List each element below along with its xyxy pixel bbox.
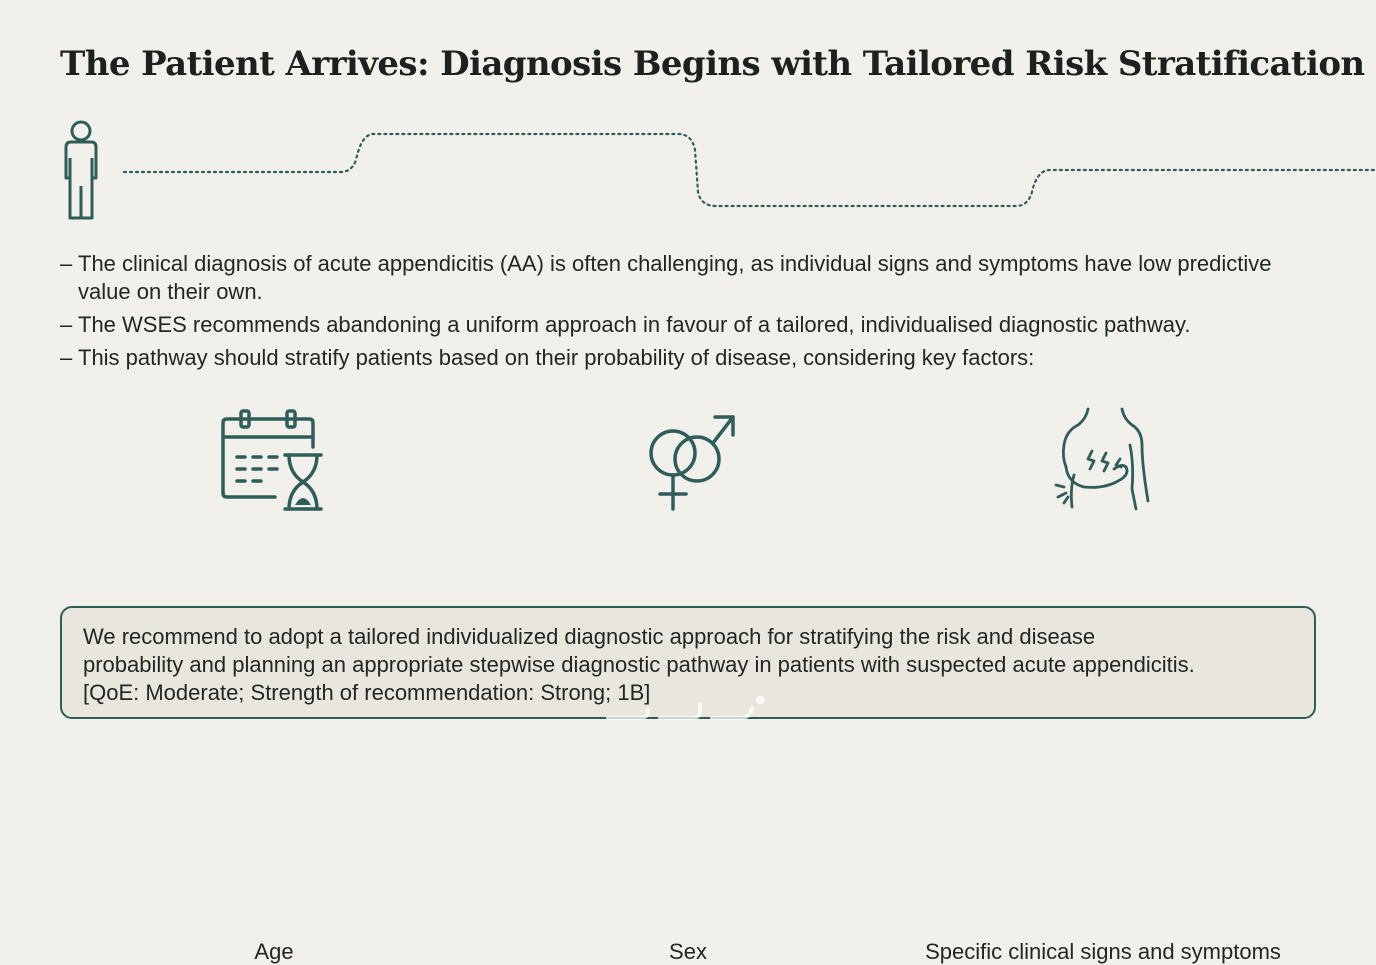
bullet-point: The clinical diagnosis of acute appendic… <box>60 250 1320 306</box>
factor-label: Age <box>254 939 294 964</box>
factor-label: Specific clinical signs and symptoms <box>925 939 1281 964</box>
factor-label: Sex <box>669 939 707 964</box>
bullet-point: The WSES recommends abandoning a uniform… <box>60 311 1320 339</box>
factor-symptoms: Specific clinical signs and symptoms <box>903 405 1303 964</box>
person-icon <box>64 120 98 220</box>
key-points-list: The clinical diagnosis of acute appendic… <box>60 250 1320 377</box>
recommendation-grade: [QoE: Moderate; Strength of recommendati… <box>83 680 651 705</box>
recommendation-line: probability and planning an appropriate … <box>83 652 1195 677</box>
recommendation-box: We recommend to adopt a tailored individ… <box>60 606 1316 719</box>
dotted-pathway <box>122 132 1376 208</box>
bullet-point: This pathway should stratify patients ba… <box>60 344 1320 372</box>
factor-sex: Sex <box>488 405 888 964</box>
gender-symbols-icon <box>649 415 735 511</box>
calendar-hourglass-icon <box>221 409 323 511</box>
patient-journey-graphic <box>64 120 1376 220</box>
recommendation-line: We recommend to adopt a tailored individ… <box>83 624 1096 649</box>
factor-age: Age <box>74 405 474 964</box>
abdominal-pain-icon <box>1054 407 1150 511</box>
page-title: The Patient Arrives: Diagnosis Begins wi… <box>60 44 1365 84</box>
